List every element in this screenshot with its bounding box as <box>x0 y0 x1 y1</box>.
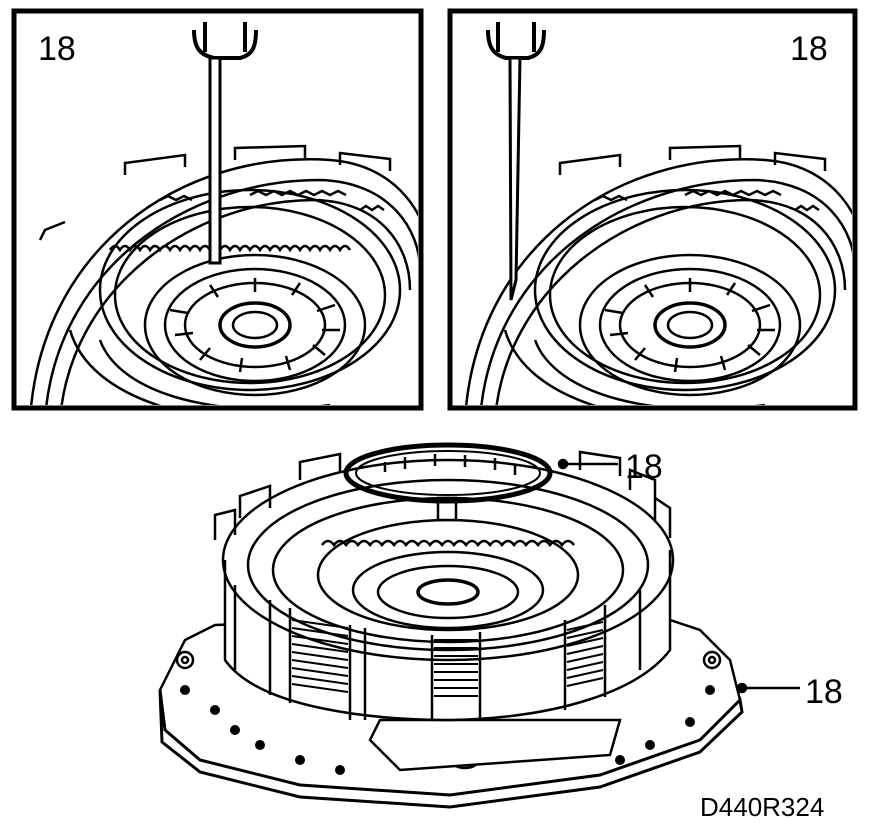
figure-code: D440R324 <box>700 792 824 822</box>
screwdriver-icon <box>486 22 546 301</box>
snap-ring <box>343 442 553 504</box>
clutch-assembly-left <box>30 144 418 405</box>
panel-top-left: 18 <box>11 8 424 411</box>
callout-18-right: 18 <box>790 30 828 68</box>
callout-18-snap-ring: 18 <box>625 448 663 486</box>
callout-18-plate: 18 <box>805 673 843 711</box>
screwdriver-icon <box>192 22 258 265</box>
clutch-pack-assembly <box>158 442 800 809</box>
callout-18-left: 18 <box>38 30 76 68</box>
friction-plates <box>291 619 604 697</box>
mounting-holes <box>180 685 715 775</box>
clutch-assembly-right <box>465 144 852 405</box>
panel-top-right: 18 <box>447 8 858 411</box>
